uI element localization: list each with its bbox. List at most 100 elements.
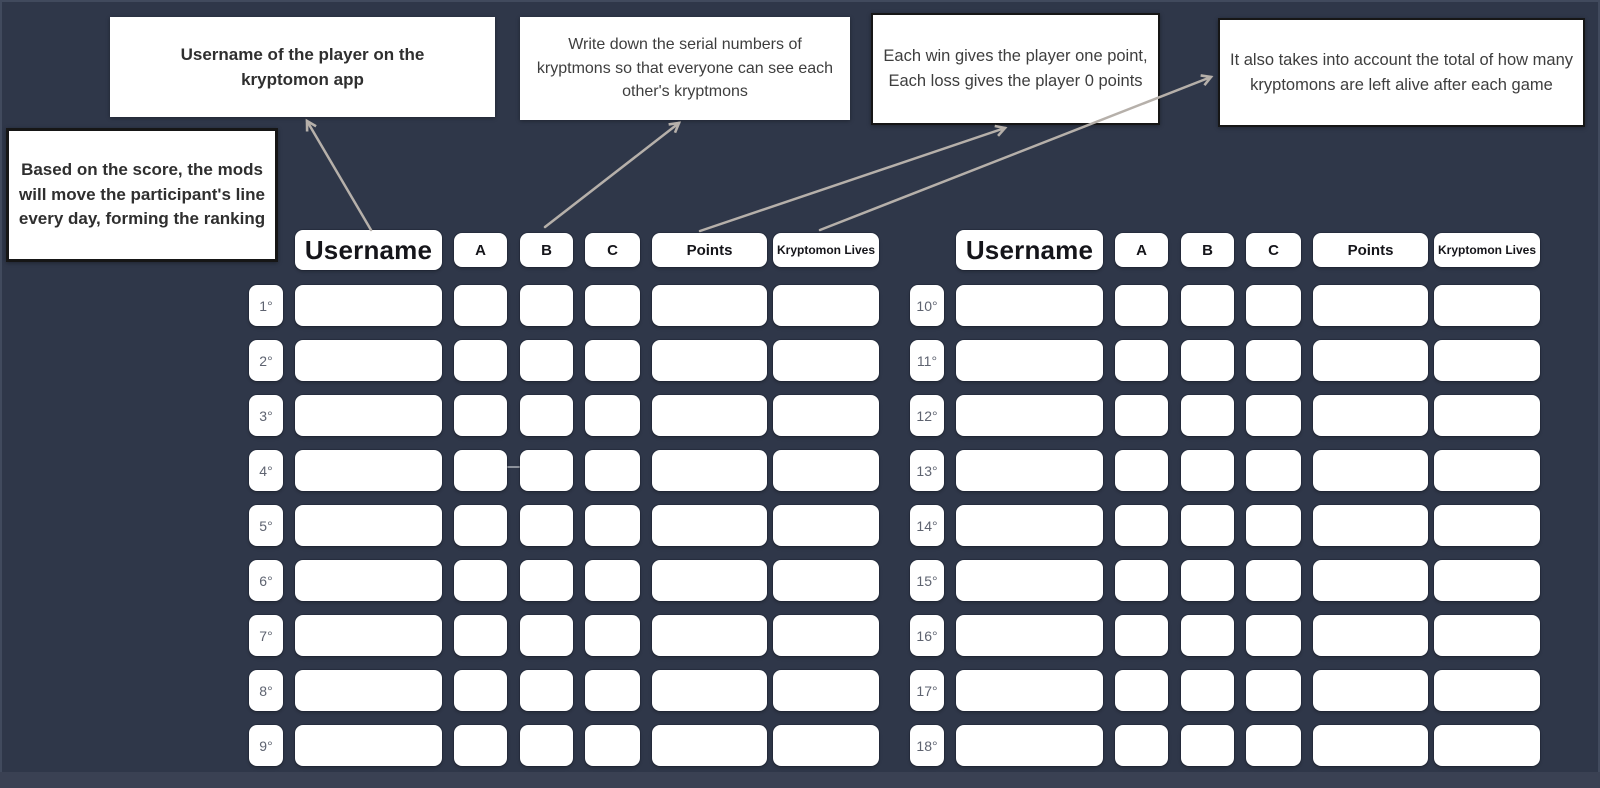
cell-lives[interactable] <box>773 450 879 491</box>
cell-username[interactable] <box>295 340 442 381</box>
cell-lives[interactable] <box>1434 285 1540 326</box>
cell-points[interactable] <box>1313 670 1428 711</box>
cell-a[interactable] <box>454 340 507 381</box>
cell-b[interactable] <box>520 505 573 546</box>
cell-b[interactable] <box>520 340 573 381</box>
cell-a[interactable] <box>1115 725 1168 766</box>
cell-c[interactable] <box>585 505 640 546</box>
cell-username[interactable] <box>956 285 1103 326</box>
cell-a[interactable] <box>454 615 507 656</box>
cell-b[interactable] <box>1181 505 1234 546</box>
cell-c[interactable] <box>585 670 640 711</box>
cell-a[interactable] <box>1115 395 1168 436</box>
cell-username[interactable] <box>956 560 1103 601</box>
cell-points[interactable] <box>652 285 767 326</box>
cell-c[interactable] <box>585 615 640 656</box>
cell-c[interactable] <box>1246 340 1301 381</box>
cell-c[interactable] <box>585 340 640 381</box>
cell-username[interactable] <box>956 670 1103 711</box>
cell-username[interactable] <box>295 615 442 656</box>
cell-username[interactable] <box>295 450 442 491</box>
cell-points[interactable] <box>652 395 767 436</box>
cell-a[interactable] <box>1115 505 1168 546</box>
cell-points[interactable] <box>1313 340 1428 381</box>
cell-username[interactable] <box>295 560 442 601</box>
cell-points[interactable] <box>652 505 767 546</box>
cell-points[interactable] <box>1313 560 1428 601</box>
cell-c[interactable] <box>1246 560 1301 601</box>
cell-points[interactable] <box>652 725 767 766</box>
cell-points[interactable] <box>1313 505 1428 546</box>
cell-points[interactable] <box>1313 450 1428 491</box>
cell-points[interactable] <box>652 450 767 491</box>
cell-a[interactable] <box>454 395 507 436</box>
cell-a[interactable] <box>454 725 507 766</box>
cell-b[interactable] <box>520 725 573 766</box>
cell-b[interactable] <box>520 450 573 491</box>
cell-b[interactable] <box>520 670 573 711</box>
cell-c[interactable] <box>585 285 640 326</box>
cell-lives[interactable] <box>1434 505 1540 546</box>
cell-lives[interactable] <box>1434 340 1540 381</box>
cell-b[interactable] <box>520 615 573 656</box>
cell-username[interactable] <box>295 395 442 436</box>
cell-c[interactable] <box>585 725 640 766</box>
cell-username[interactable] <box>956 450 1103 491</box>
cell-a[interactable] <box>1115 670 1168 711</box>
cell-b[interactable] <box>1181 725 1234 766</box>
cell-points[interactable] <box>652 670 767 711</box>
cell-b[interactable] <box>1181 670 1234 711</box>
cell-points[interactable] <box>1313 725 1428 766</box>
cell-c[interactable] <box>585 395 640 436</box>
cell-lives[interactable] <box>1434 725 1540 766</box>
cell-c[interactable] <box>585 560 640 601</box>
cell-b[interactable] <box>520 285 573 326</box>
cell-points[interactable] <box>652 615 767 656</box>
cell-c[interactable] <box>1246 450 1301 491</box>
cell-username[interactable] <box>956 725 1103 766</box>
cell-lives[interactable] <box>1434 670 1540 711</box>
cell-a[interactable] <box>1115 560 1168 601</box>
cell-b[interactable] <box>1181 395 1234 436</box>
cell-a[interactable] <box>1115 615 1168 656</box>
cell-b[interactable] <box>1181 450 1234 491</box>
cell-b[interactable] <box>1181 615 1234 656</box>
cell-username[interactable] <box>956 505 1103 546</box>
cell-a[interactable] <box>454 560 507 601</box>
cell-username[interactable] <box>956 340 1103 381</box>
cell-username[interactable] <box>956 615 1103 656</box>
cell-c[interactable] <box>1246 670 1301 711</box>
cell-a[interactable] <box>454 285 507 326</box>
cell-lives[interactable] <box>773 725 879 766</box>
cell-c[interactable] <box>585 450 640 491</box>
cell-lives[interactable] <box>773 670 879 711</box>
cell-username[interactable] <box>295 670 442 711</box>
cell-lives[interactable] <box>1434 395 1540 436</box>
cell-username[interactable] <box>956 395 1103 436</box>
cell-b[interactable] <box>520 395 573 436</box>
cell-c[interactable] <box>1246 285 1301 326</box>
cell-a[interactable] <box>454 505 507 546</box>
cell-c[interactable] <box>1246 395 1301 436</box>
cell-b[interactable] <box>520 560 573 601</box>
cell-points[interactable] <box>1313 285 1428 326</box>
cell-lives[interactable] <box>1434 615 1540 656</box>
cell-c[interactable] <box>1246 725 1301 766</box>
cell-points[interactable] <box>1313 615 1428 656</box>
cell-c[interactable] <box>1246 615 1301 656</box>
cell-b[interactable] <box>1181 560 1234 601</box>
cell-points[interactable] <box>652 340 767 381</box>
cell-b[interactable] <box>1181 340 1234 381</box>
cell-lives[interactable] <box>1434 560 1540 601</box>
cell-a[interactable] <box>1115 450 1168 491</box>
cell-lives[interactable] <box>773 285 879 326</box>
cell-b[interactable] <box>1181 285 1234 326</box>
cell-a[interactable] <box>1115 340 1168 381</box>
cell-points[interactable] <box>1313 395 1428 436</box>
cell-a[interactable] <box>454 670 507 711</box>
cell-username[interactable] <box>295 505 442 546</box>
cell-points[interactable] <box>652 560 767 601</box>
cell-a[interactable] <box>454 450 507 491</box>
cell-c[interactable] <box>1246 505 1301 546</box>
cell-a[interactable] <box>1115 285 1168 326</box>
